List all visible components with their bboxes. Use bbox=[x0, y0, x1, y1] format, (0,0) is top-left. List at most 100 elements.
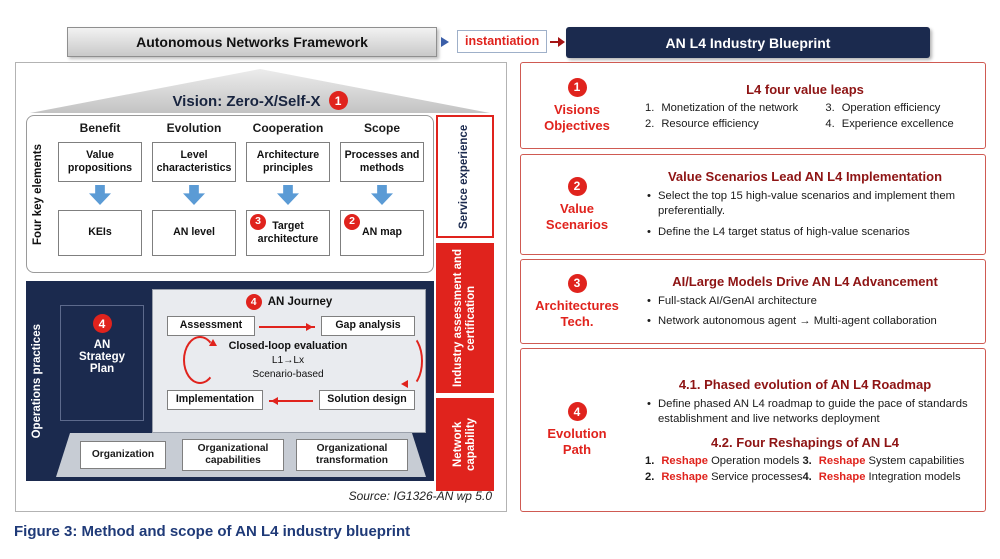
four-key-elements-label: Four key elements bbox=[32, 143, 45, 245]
list-item: 1.Monetization of the network bbox=[645, 101, 799, 114]
implementation-box: Implementation bbox=[167, 390, 263, 410]
section-title: AI/Large Models Drive AN L4 Advancement bbox=[672, 273, 938, 289]
closed-loop-arrow-icon bbox=[183, 336, 217, 384]
section-body: 4.1. Phased evolution of AN L4 Roadmap D… bbox=[633, 349, 985, 511]
an-journey-panel: 4 AN Journey Assessment Gap analysis Clo… bbox=[152, 289, 426, 433]
section-value-scenarios: 2 Value Scenarios Value Scenarios Lead A… bbox=[520, 154, 986, 255]
section-left-column: 1 Visions Objectives bbox=[521, 63, 633, 148]
levels-label: L1→Lx bbox=[271, 355, 305, 366]
bullet-item: Full-stack AI/GenAI architecture bbox=[647, 294, 973, 310]
organization-trapezoid: Organization Organizational capabilities… bbox=[56, 433, 426, 477]
an-strategy-plan-box: 4 AN Strategy Plan bbox=[60, 305, 144, 421]
column-bottom-box: 3 Target architecture bbox=[246, 210, 330, 256]
section-body: L4 four value leaps 1.Monetization of th… bbox=[633, 63, 985, 148]
section-body: Value Scenarios Lead AN L4 Implementatio… bbox=[633, 155, 985, 254]
down-arrow-icon bbox=[89, 185, 111, 205]
section-badge: 3 bbox=[567, 273, 587, 293]
solution-design-box: Solution design bbox=[319, 390, 415, 410]
bullet-item: Define the L4 target status of high-valu… bbox=[647, 225, 973, 241]
list-item: 3.Reshape System capabilities bbox=[802, 455, 965, 468]
bullet-item: Define phased AN L4 roadmap to guide the… bbox=[647, 397, 973, 428]
column-top-box: Level characteristics bbox=[152, 142, 236, 182]
column-bottom-box: AN level bbox=[152, 210, 236, 256]
list-item: 4.Reshape Integration models bbox=[802, 471, 961, 484]
list-item: 3.Operation efficiency bbox=[825, 101, 941, 114]
vision-banner: Vision: Zero-X/Self-X 1 bbox=[30, 69, 490, 113]
strategy-label: AN Strategy Plan bbox=[78, 339, 126, 375]
down-arrow-icon bbox=[277, 185, 299, 205]
section-title: L4 four value leaps bbox=[746, 81, 864, 97]
four-key-elements-box: Four key elements Benefit Value proposit… bbox=[26, 115, 434, 273]
column-bottom-label: AN map bbox=[361, 226, 403, 239]
list-item: 2.Resource efficiency bbox=[645, 117, 759, 130]
section-label: Visions Objectives bbox=[544, 101, 610, 133]
column-top-box: Architecture principles bbox=[246, 142, 330, 182]
section-title: Value Scenarios Lead AN L4 Implementatio… bbox=[667, 169, 943, 185]
section-visions-objectives: 1 Visions Objectives L4 four value leaps… bbox=[520, 62, 986, 149]
section-left-column: 2 Value Scenarios bbox=[521, 155, 633, 254]
section-subtitle: 4.2. Four Reshapings of AN L4 bbox=[710, 435, 900, 451]
column-bottom-box: 2 AN map bbox=[340, 210, 424, 256]
section-label: Architectures Tech. bbox=[535, 297, 619, 329]
instantiation-label: instantiation bbox=[457, 30, 548, 53]
list-item: 4.Experience excellence bbox=[825, 117, 954, 130]
arrow-assessment-to-gap-icon bbox=[259, 323, 315, 331]
operations-practices-area: Operations practices 4 AN Strategy Plan … bbox=[26, 281, 434, 481]
an-map-badge: 2 bbox=[344, 214, 360, 230]
blueprint-title: AN L4 Industry Blueprint bbox=[566, 27, 930, 58]
section-evolution-path: 4 Evolution Path 4.1. Phased evolution o… bbox=[520, 348, 986, 512]
organization-box: Organization bbox=[80, 441, 166, 469]
column-header: Cooperation bbox=[252, 121, 324, 135]
assessment-box: Assessment bbox=[167, 316, 255, 336]
column-benefit: Benefit Value propositions KEIs bbox=[55, 116, 145, 272]
an-journey-title-row: 4 AN Journey bbox=[153, 294, 425, 310]
column-top-box: Value propositions bbox=[58, 142, 142, 182]
vision-title: Vision: Zero-X/Self-X bbox=[172, 93, 321, 110]
bullet-item: Select the top 15 high-value scenarios a… bbox=[647, 189, 973, 220]
column-header: Scope bbox=[363, 121, 400, 135]
reshape-list: 1.Reshape Operation models 3.Reshape Sys… bbox=[637, 455, 973, 483]
closed-loop-label: Closed-loop evaluation bbox=[228, 340, 348, 352]
column-bottom-label: Target architecture bbox=[257, 219, 319, 245]
list-item: 2.Reshape Service processes bbox=[645, 471, 803, 484]
scenario-label: Scenario-based bbox=[252, 369, 324, 380]
arrow-right-icon bbox=[550, 36, 566, 47]
bullet-item: Network autonomous agent → Multi-agent c… bbox=[647, 314, 973, 330]
column-scope: Scope Processes and methods 2 AN map bbox=[337, 116, 427, 272]
sidebar-service-experience: Service experience bbox=[436, 115, 494, 238]
section-left-column: 4 Evolution Path bbox=[521, 349, 633, 511]
section-badge: 4 bbox=[567, 402, 587, 422]
arrow-gap-to-solution-icon bbox=[393, 334, 423, 388]
vision-badge: 1 bbox=[328, 91, 348, 110]
section-architectures-tech: 3 Architectures Tech. AI/Large Models Dr… bbox=[520, 259, 986, 344]
column-header: Evolution bbox=[166, 121, 222, 135]
bullet-list: Define phased AN L4 roadmap to guide the… bbox=[637, 397, 973, 428]
gap-analysis-box: Gap analysis bbox=[321, 316, 415, 336]
figure-caption: Figure 3: Method and scope of AN L4 indu… bbox=[14, 523, 411, 540]
journey-badge: 4 bbox=[245, 294, 262, 310]
arrow-solution-to-implementation-icon bbox=[269, 397, 313, 405]
organizational-capabilities-box: Organizational capabilities bbox=[182, 439, 284, 471]
column-cooperation: Cooperation Architecture principles 3 Ta… bbox=[243, 116, 333, 272]
section-title: 4.1. Phased evolution of AN L4 Roadmap bbox=[678, 376, 932, 392]
section-body: AI/Large Models Drive AN L4 Advancement … bbox=[633, 260, 985, 343]
framework-title: Autonomous Networks Framework bbox=[67, 27, 437, 57]
section-badge: 2 bbox=[567, 176, 587, 196]
column-evolution: Evolution Level characteristics AN level bbox=[149, 116, 239, 272]
sidebar-network-capability: Network capability bbox=[436, 398, 494, 491]
section-badge: 1 bbox=[567, 77, 587, 97]
sidebar-industry-assessment: Industry assessment and certification bbox=[436, 243, 494, 393]
target-architecture-badge: 3 bbox=[250, 214, 266, 230]
operations-practices-label: Operations practices bbox=[31, 323, 44, 439]
column-top-box: Processes and methods bbox=[340, 142, 424, 182]
arrow-right-icon bbox=[441, 36, 454, 47]
list-item: 1.Reshape Operation models bbox=[645, 455, 800, 468]
framework-panel: Vision: Zero-X/Self-X 1 Four key element… bbox=[15, 62, 507, 512]
journey-title: AN Journey bbox=[267, 296, 333, 308]
strategy-badge: 4 bbox=[92, 314, 112, 333]
organizational-transformation-box: Organizational transformation bbox=[296, 439, 408, 471]
column-bottom-box: KEIs bbox=[58, 210, 142, 256]
section-label: Evolution Path bbox=[547, 426, 607, 457]
value-leaps-list: 1.Monetization of the network 3.Operatio… bbox=[637, 102, 973, 130]
